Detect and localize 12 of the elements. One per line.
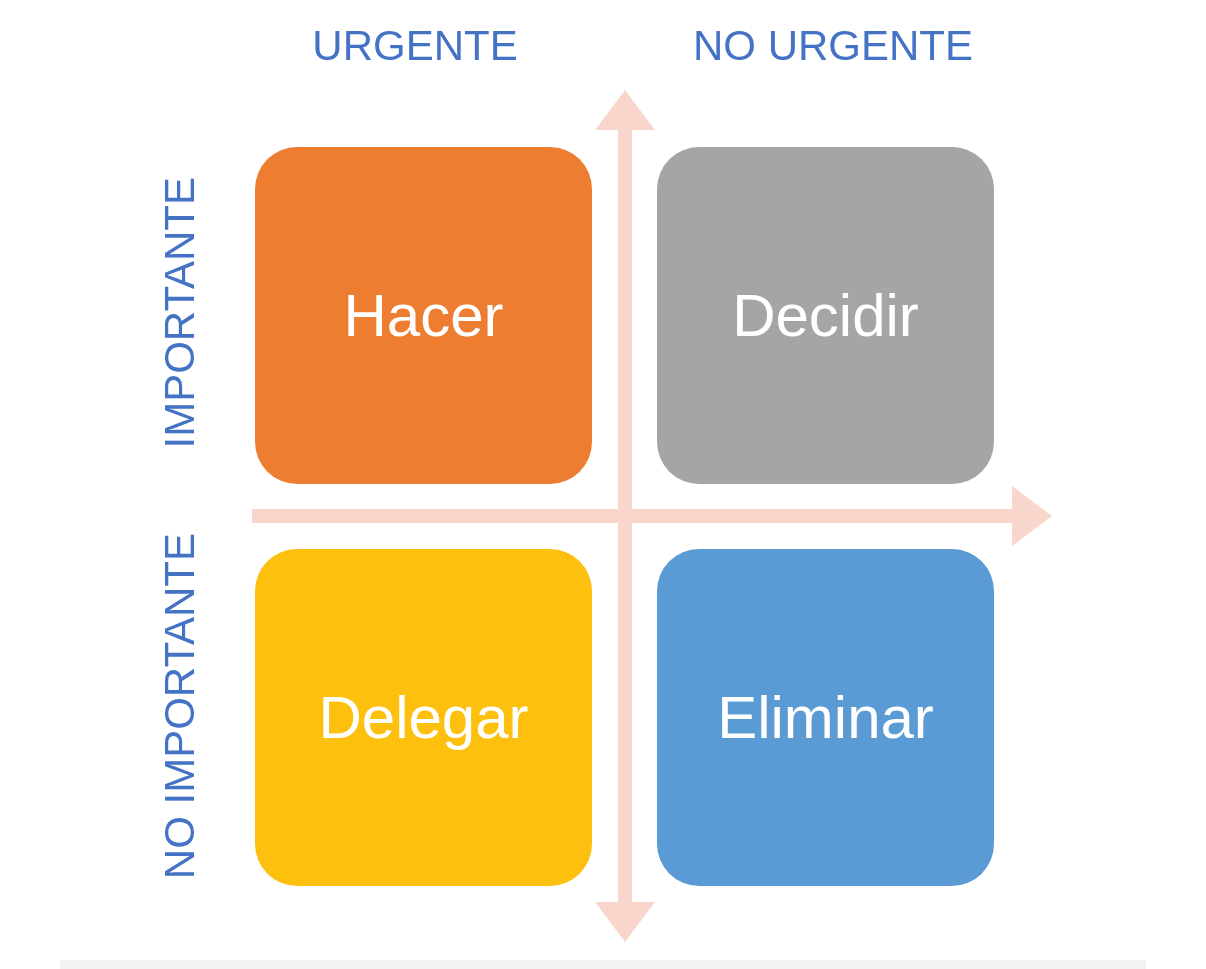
quadrant-label: Delegar [318, 687, 529, 748]
axis-label: NO URGENTE [693, 25, 973, 67]
quadrant-box [255, 147, 592, 484]
axis-label: URGENTE [312, 25, 518, 67]
quadrant-label: Hacer [343, 285, 504, 346]
quadrant-box [657, 549, 994, 886]
quadrant-label: Decidir [732, 285, 919, 346]
quadrant-box [255, 549, 592, 886]
axis-label: NO IMPORTANTE [159, 532, 201, 880]
quadrant-label: Eliminar [717, 687, 934, 748]
quadrant-box [657, 147, 994, 484]
axis-label: IMPORTANTE [159, 177, 201, 449]
